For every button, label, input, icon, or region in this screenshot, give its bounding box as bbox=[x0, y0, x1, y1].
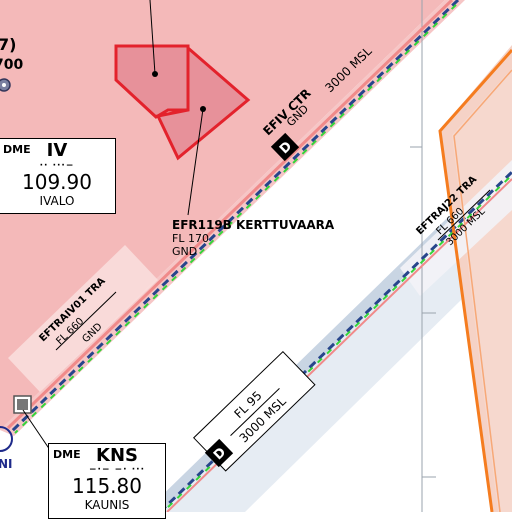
efr119b-leader-2 bbox=[187, 108, 204, 216]
eftraj22-boundary bbox=[438, 49, 512, 512]
efr119b-area-wedge bbox=[155, 44, 251, 161]
ivalo-ident: IV bbox=[46, 140, 68, 161]
ivalo-frequency: 109.90 bbox=[22, 170, 92, 194]
corridor-class-badge: D bbox=[204, 438, 234, 468]
kaunis-frequency: 115.80 bbox=[72, 474, 142, 498]
kaunis-type: DME bbox=[53, 448, 81, 461]
dme-square-icon bbox=[13, 395, 32, 414]
kaunis-leader-line bbox=[22, 409, 51, 451]
partial-label-bottom-left: NI bbox=[0, 457, 13, 471]
ivalo-morse: ·· ···− bbox=[39, 161, 75, 171]
ivalo-type: DME bbox=[3, 143, 31, 156]
efr119b-lower: GND bbox=[172, 245, 197, 258]
efr119b-name: EFR119B KERTTUVAARA bbox=[172, 218, 335, 232]
efr119b-area-square bbox=[114, 44, 190, 119]
efr119b-upper: FL 170 bbox=[172, 232, 209, 245]
eftraiv01-tra-area bbox=[8, 245, 158, 392]
efr119b-leader-1 bbox=[149, 0, 156, 75]
kaunis-dme-box: DME KNS −·− −· ··· 115.80 KAUNIS bbox=[48, 443, 166, 519]
partial-label-top-left-1: 7) bbox=[0, 35, 16, 54]
kaunis-morse: −·− −· ··· bbox=[89, 465, 145, 475]
kaunis-name: KAUNIS bbox=[84, 498, 130, 512]
vor-arc-icon bbox=[0, 426, 13, 452]
efiv-ctr-boundary-red bbox=[6, 0, 454, 430]
efiv-ctr-class-badge: D bbox=[270, 132, 300, 162]
ivalo-dme-box: DME IV ·· ···− 109.90 IVALO bbox=[0, 138, 116, 214]
kaunis-ident: KNS bbox=[96, 445, 138, 466]
gear-icon bbox=[0, 78, 11, 92]
ivalo-name: IVALO bbox=[39, 194, 75, 208]
partial-label-top-left-2: 700 bbox=[0, 57, 23, 73]
